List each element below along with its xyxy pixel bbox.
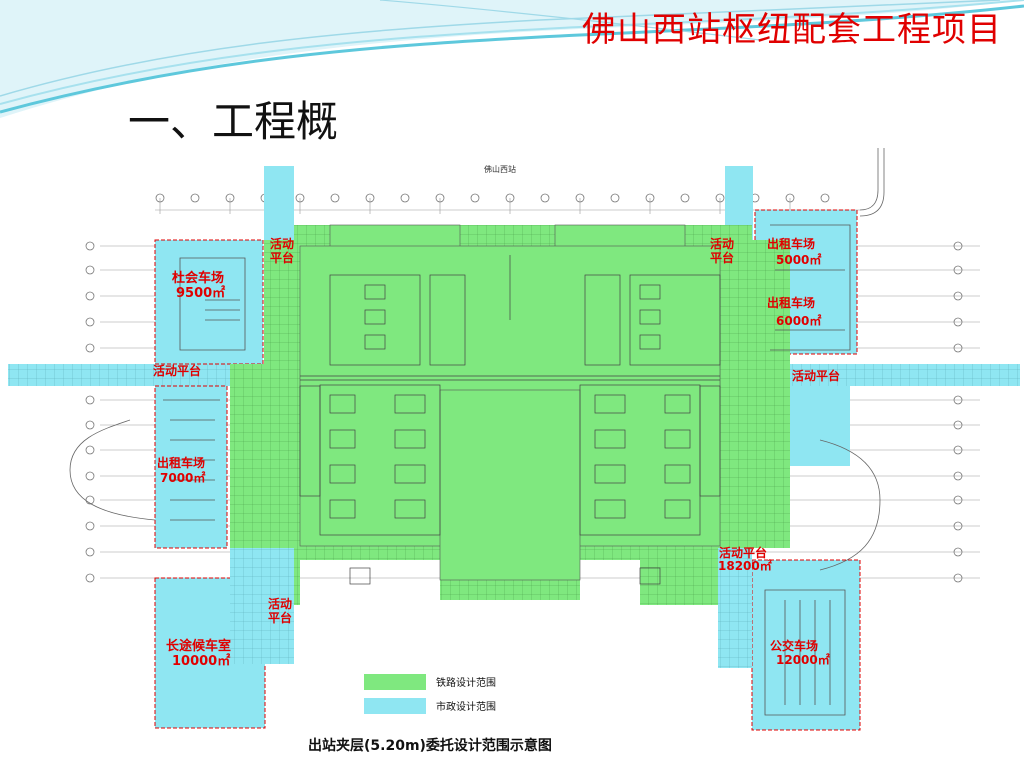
activity-platform-sw-label: 活动平台 bbox=[268, 596, 292, 625]
taxi-w-area: 7000㎡ bbox=[160, 470, 205, 485]
activity-platform-se-area: 18200㎡ bbox=[718, 558, 772, 573]
axis-bubbles bbox=[85, 193, 963, 583]
taxi-ne2-name: 出租车场 bbox=[767, 295, 815, 310]
legend-label-municipal: 市政设计范围 bbox=[436, 700, 496, 713]
activity-platform-e-name: 活动平台 bbox=[792, 368, 840, 383]
long-distance-name: 长途候车室 bbox=[166, 638, 231, 654]
zone-labels: 杜会车场 9500㎡ 活动平台 活动平台 出租车场 5000㎡ 出租车场 600… bbox=[153, 236, 840, 669]
activity-platform-se-name: 活动平台 bbox=[719, 545, 767, 560]
activity-platform-sw-line1: 活动 bbox=[268, 596, 292, 611]
activity-platform-sw-line2: 平台 bbox=[268, 610, 292, 625]
activity-platform-ne-label: 活动平台 bbox=[710, 236, 734, 265]
social-parking-area: 9500㎡ bbox=[176, 285, 225, 301]
activity-platform-nw-line2: 平台 bbox=[270, 250, 294, 265]
activity-platform-w-name: 活动平台 bbox=[153, 363, 201, 378]
taxi-ne1-name: 出租车场 bbox=[767, 236, 815, 251]
railway-zone bbox=[230, 224, 790, 605]
parking-details bbox=[69, 148, 885, 716]
legend-swatch-railway bbox=[364, 674, 426, 690]
header-wave-decoration bbox=[0, 0, 1024, 118]
bus-station-area: 12000㎡ bbox=[776, 652, 830, 667]
activity-platform-nw-line1: 活动 bbox=[270, 236, 294, 251]
floor-plan-diagram: 佛山西站 bbox=[8, 148, 1020, 754]
interior-rooms bbox=[299, 255, 721, 585]
activity-platform-ne-line1: 活动 bbox=[710, 236, 734, 251]
long-distance-area: 10000㎡ bbox=[172, 653, 230, 669]
activity-platform-nw-label: 活动平台 bbox=[270, 236, 294, 265]
project-title: 佛山西站枢纽配套工程项目 bbox=[582, 10, 1002, 50]
taxi-ne1-area: 5000㎡ bbox=[776, 252, 821, 267]
legend-swatch-municipal bbox=[364, 698, 426, 714]
legend-label-railway: 铁路设计范围 bbox=[436, 676, 496, 689]
bus-station-name: 公交车场 bbox=[770, 638, 818, 653]
legend: 铁路设计范围 市政设计范围 bbox=[364, 674, 496, 714]
social-parking-name: 杜会车场 bbox=[172, 270, 224, 286]
taxi-w-name: 出租车场 bbox=[157, 455, 205, 470]
section-title: 一、工程概 bbox=[128, 97, 339, 146]
diagram-caption: 出站夹层(5.20m)委托设计范围示意图 bbox=[308, 737, 552, 754]
station-name: 佛山西站 bbox=[484, 164, 516, 174]
activity-platform-ne-line2: 平台 bbox=[710, 250, 734, 265]
taxi-ne2-area: 6000㎡ bbox=[776, 313, 821, 328]
